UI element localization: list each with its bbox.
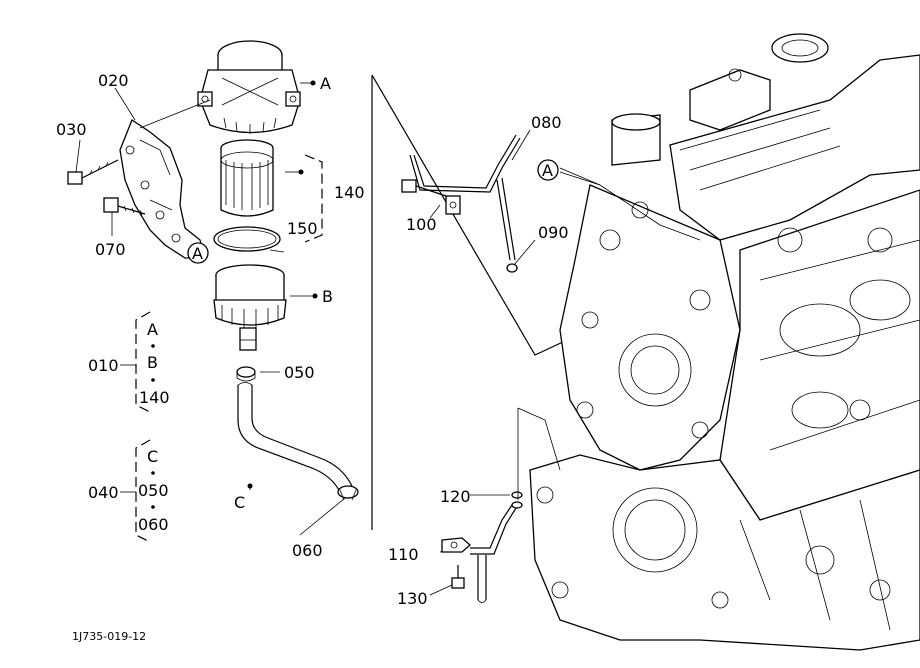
leader-lines-right	[429, 129, 601, 596]
ref-label-c: C	[234, 493, 245, 512]
callout-090: 090	[538, 223, 569, 242]
callout-110: 110	[388, 545, 419, 564]
ref-label-b: B	[322, 287, 333, 306]
fuel-hose	[237, 382, 353, 493]
callout-080: 080	[531, 113, 562, 132]
group-010-item-3: 140	[139, 388, 170, 407]
callout-020: 020	[98, 71, 129, 90]
o-ring	[213, 226, 281, 252]
bolt-100	[401, 179, 447, 197]
callout-100: 100	[406, 215, 437, 234]
o-ring-120	[511, 491, 523, 509]
callout-150: 150	[287, 219, 318, 238]
callout-060: 060	[292, 541, 323, 560]
callout-140: 140	[334, 183, 365, 202]
group-dot	[151, 471, 155, 475]
ref-dot-c	[247, 483, 253, 489]
callout-070: 070	[95, 240, 126, 259]
bracket-140	[304, 154, 323, 243]
callout-040: 040	[88, 483, 119, 502]
callout-130: 130	[397, 589, 428, 608]
bolt-030	[67, 159, 119, 185]
breather-pipe-080	[409, 134, 521, 261]
filter-head	[197, 40, 301, 134]
engine-block	[517, 33, 920, 651]
hose-clamp-050	[236, 366, 256, 382]
callout-010: 010	[88, 356, 119, 375]
ref-bubble-a-left	[187, 242, 209, 264]
leader-lines-left	[75, 82, 346, 536]
group-040-item-1: C	[147, 447, 158, 466]
figure-code: 1J735-019-12	[72, 630, 146, 643]
ref-dot-b	[312, 293, 318, 299]
callout-120: 120	[440, 487, 471, 506]
group-010-item-2: B	[147, 353, 158, 372]
ref-bubble-a-right	[537, 159, 559, 181]
ref-dot-140	[298, 169, 304, 175]
filter-element	[220, 139, 274, 217]
callout-050: 050	[284, 363, 315, 382]
clip-090	[506, 263, 518, 273]
return-pipe-110	[441, 504, 517, 603]
ref-bubble-a-left-label: A	[192, 244, 203, 263]
bracket-020	[119, 119, 206, 259]
ref-label-a: A	[320, 74, 331, 93]
ref-bubble-a-right-label: A	[542, 161, 553, 180]
group-dot	[151, 505, 155, 509]
hose-clamp-060	[337, 485, 359, 501]
group-dot	[151, 378, 155, 382]
group-010-item-1: A	[147, 320, 158, 339]
ref-dot-a	[310, 80, 316, 86]
callout-030: 030	[56, 120, 87, 139]
group-dot	[151, 344, 155, 348]
bolt-130	[451, 565, 465, 589]
filter-bowl	[213, 264, 287, 351]
group-040-item-2: 050	[138, 481, 169, 500]
group-bracket-010	[135, 311, 151, 413]
group-040-item-3: 060	[138, 515, 169, 534]
bolt-070	[103, 197, 146, 216]
group-bracket-040	[135, 439, 151, 543]
